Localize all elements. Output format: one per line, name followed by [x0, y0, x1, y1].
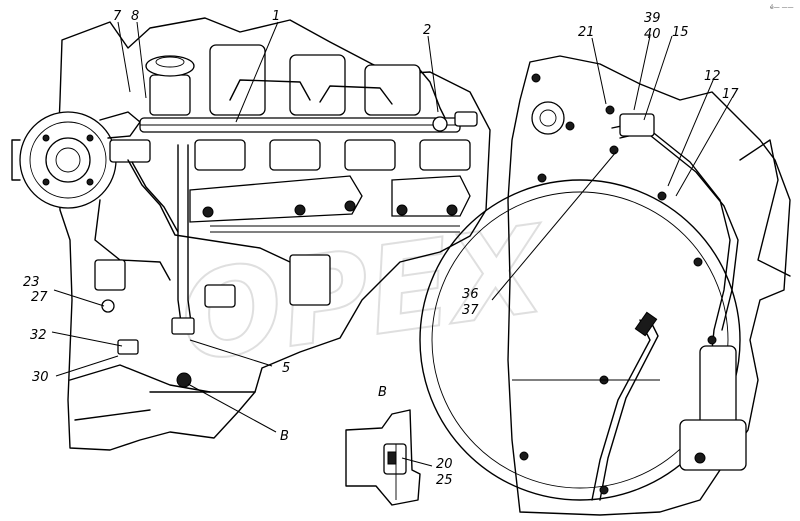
exhaust-manifold — [189, 175, 471, 233]
breather-pipe — [611, 121, 731, 351]
turbocharger — [11, 111, 151, 209]
callout-17: 17 — [722, 87, 739, 102]
injector-pipe — [419, 69, 478, 132]
callout-23: 23 — [23, 275, 40, 290]
callout-7: 7 — [113, 9, 122, 24]
engine-block-outline — [57, 17, 491, 451]
cylinder-head-row — [194, 44, 471, 171]
callout-1: 1 — [272, 9, 280, 24]
callout-36: 36 — [462, 287, 479, 302]
right-leader-lines — [491, 35, 733, 301]
callout-15: 15 — [672, 25, 689, 40]
callout-27: 27 — [31, 290, 48, 305]
callout-20: 20 — [436, 457, 453, 472]
fitting-23 — [101, 299, 115, 313]
flywheel-housing-outline — [507, 55, 791, 516]
detail-view-title: B — [378, 385, 387, 400]
callout-21: 21 — [578, 25, 595, 40]
callout-25: 25 — [436, 473, 453, 488]
callout-8: 8 — [131, 9, 139, 24]
left-engine-view — [11, 17, 491, 451]
dipstick-tube — [591, 319, 651, 501]
right-engine-view — [419, 55, 791, 516]
callout-labels: 1 2 5 7 8 23 27 32 30 B B 20 25 21 39 40… — [23, 9, 739, 488]
callout-12: 12 — [704, 69, 721, 84]
detail-view-b — [345, 409, 433, 506]
corner-mark: é— —— — [770, 4, 794, 11]
left-leader-lines — [51, 21, 439, 433]
pipe-fitting-15 — [619, 113, 655, 137]
callout-39: 39 — [644, 11, 661, 26]
callout-2: 2 — [423, 23, 431, 38]
oil-filter — [679, 345, 747, 471]
callout-30: 30 — [32, 370, 49, 385]
callout-40: 40 — [644, 27, 661, 42]
oil-filler-cap — [145, 55, 195, 116]
bracket-32 — [117, 339, 139, 355]
callout-32: 32 — [30, 328, 47, 343]
callout-5: 5 — [282, 361, 290, 376]
callout-37: 37 — [462, 303, 479, 318]
timing-cover — [531, 73, 615, 135]
callout-b-left: B — [280, 429, 289, 444]
flywheel-housing — [419, 179, 741, 501]
